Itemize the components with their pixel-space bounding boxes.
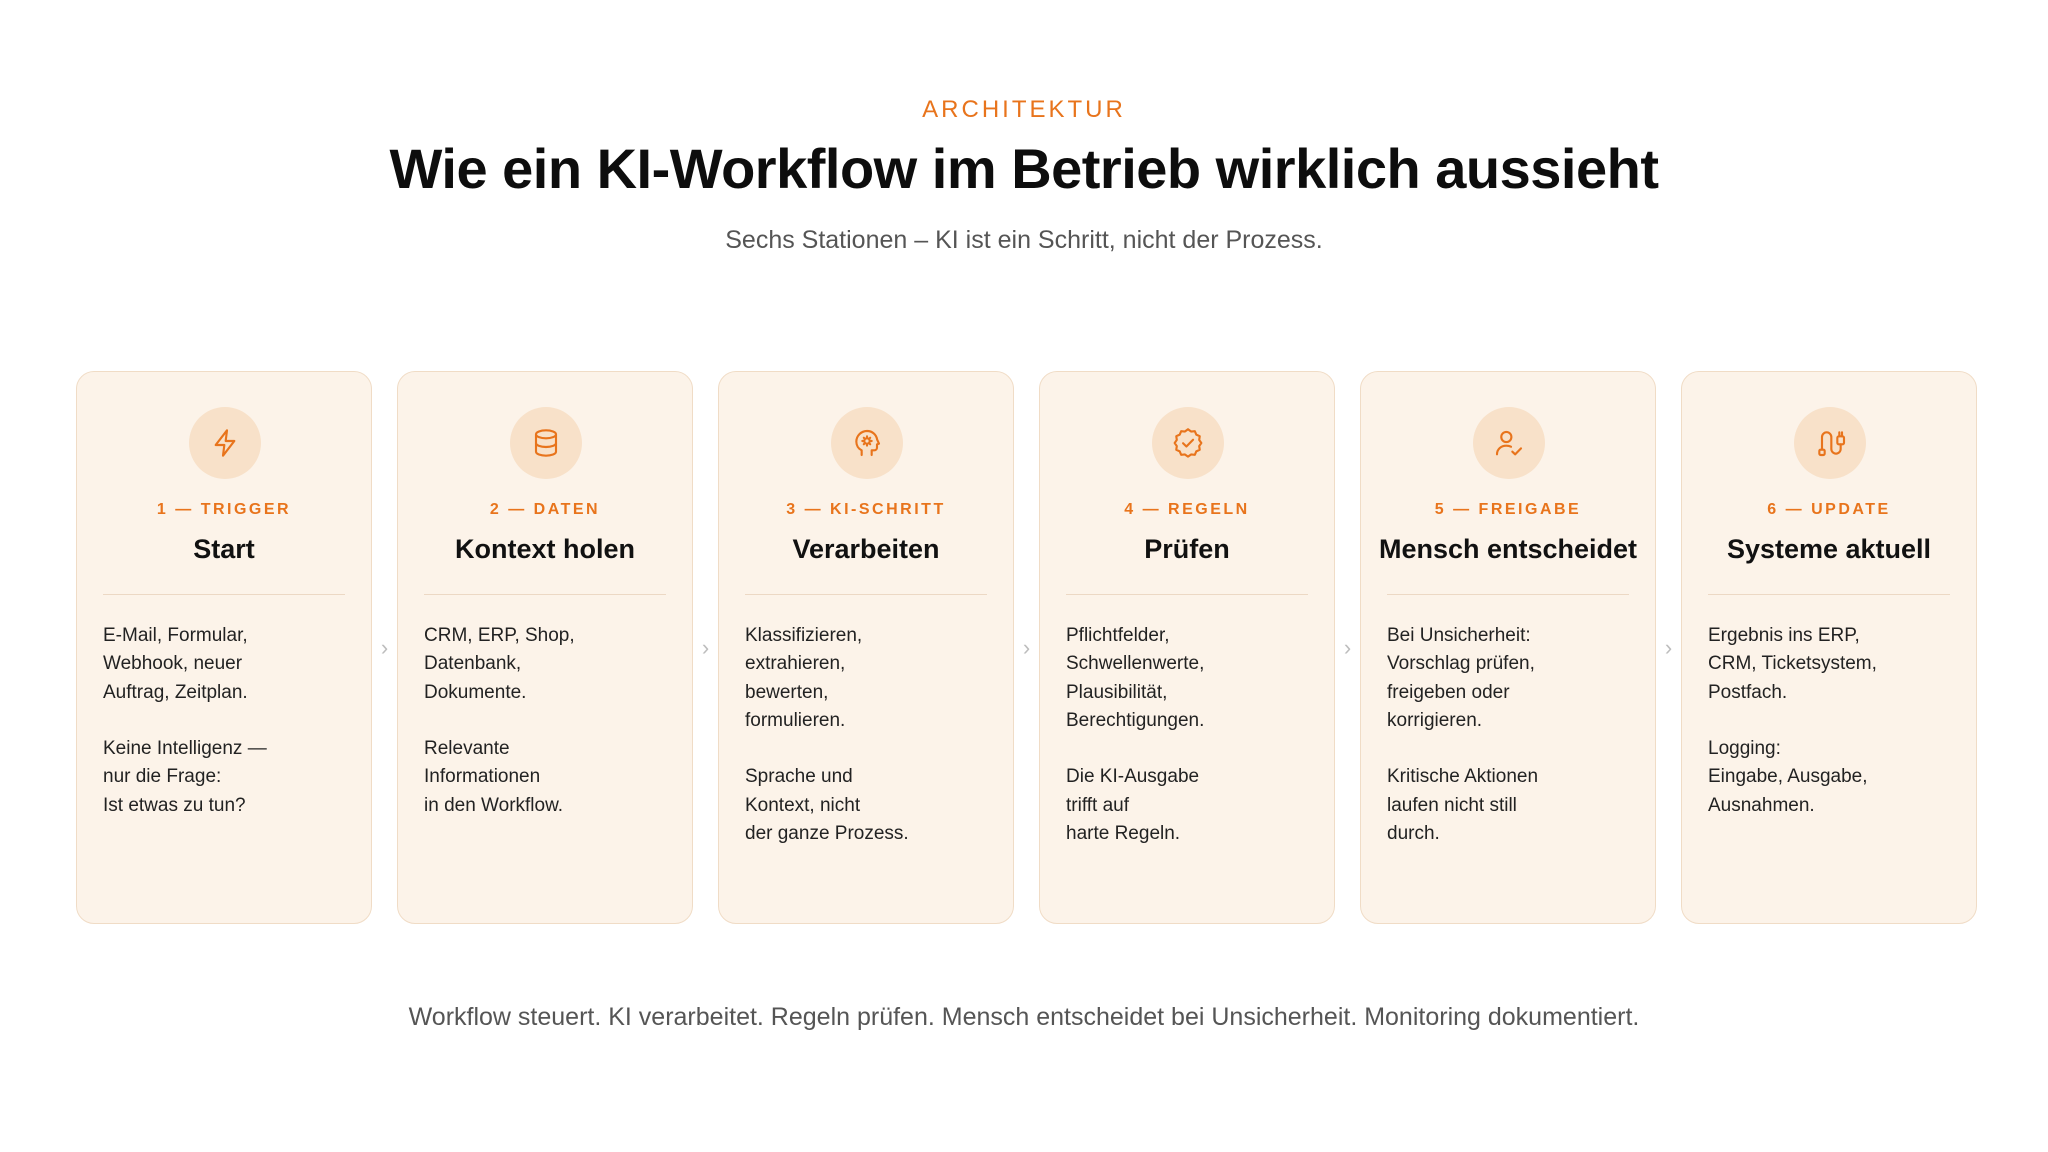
divider — [424, 594, 666, 595]
divider — [1387, 594, 1629, 595]
plug-sync-icon — [1818, 431, 1846, 457]
card-body: Pflichtfelder, Schwellenwerte, Plausibil… — [1066, 625, 1205, 845]
card-title: Start — [193, 534, 255, 564]
badge-check-icon — [1173, 428, 1203, 458]
card-body: CRM, ERP, Shop, Datenbank, Dokumente. Re… — [424, 625, 575, 816]
section-eyebrow: ARCHITEKTUR — [922, 96, 1126, 123]
card-body: Ergebnis ins ERP, CRM, Ticketsystem, Pos… — [1708, 625, 1877, 816]
card-title: Mensch entscheidet — [1378, 534, 1638, 564]
divider — [1066, 594, 1308, 595]
card-body: Klassifizieren, extrahieren, bewerten, f… — [745, 625, 909, 845]
step-card-data: 2 — DATEN Kontext holen CRM, ERP, Shop, … — [397, 371, 693, 924]
lightning-icon — [214, 429, 236, 457]
chevron-right-icon: › — [1022, 634, 1031, 660]
step-card-approval: 5 — FREIGABE Mensch entscheidet Bei Unsi… — [1360, 371, 1656, 924]
page-title: Wie ein KI-Workflow im Betrieb wirklich … — [389, 137, 1659, 200]
footer-summary: Workflow steuert. KI verarbeitet. Regeln… — [408, 1003, 1640, 1031]
divider — [745, 594, 987, 595]
user-check-icon — [1495, 430, 1523, 456]
icon-badge — [510, 407, 582, 479]
step-label: 6 — UPDATE — [1767, 501, 1891, 518]
page-subtitle: Sechs Stationen – KI ist ein Schritt, ni… — [725, 226, 1323, 254]
divider — [103, 594, 345, 595]
chevron-right-icon: › — [701, 634, 710, 660]
step-card-trigger: 1 — TRIGGER Start E-Mail, Formular, Webh… — [76, 371, 372, 924]
icon-badge — [1473, 407, 1545, 479]
card-title: Systeme aktuell — [1726, 534, 1932, 564]
brain-gear-icon — [855, 429, 881, 457]
chevron-right-icon: › — [1664, 634, 1673, 660]
step-label: 4 — REGELN — [1124, 501, 1250, 518]
step-label: 1 — TRIGGER — [156, 501, 292, 518]
step-label: 5 — FREIGABE — [1434, 501, 1582, 518]
card-body: Bei Unsicherheit: Vorschlag prüfen, frei… — [1387, 625, 1539, 845]
step-card-ai: 3 — KI-SCHRITT Verarbeiten Klassifiziere… — [718, 371, 1014, 924]
icon-badge — [831, 407, 903, 479]
step-card-update: 6 — UPDATE Systeme aktuell Ergebnis ins … — [1681, 371, 1977, 924]
chevron-right-icon: › — [380, 634, 389, 660]
workflow-steps: 1 — TRIGGER Start E-Mail, Formular, Webh… — [76, 371, 1977, 924]
card-title: Verarbeiten — [792, 534, 940, 564]
icon-badge — [189, 407, 261, 479]
card-title: Kontext holen — [455, 534, 635, 564]
database-icon — [534, 429, 558, 457]
chevron-right-icon: › — [1343, 634, 1352, 660]
icon-badge — [1794, 407, 1866, 479]
step-label: 2 — DATEN — [489, 501, 601, 518]
card-title: Prüfen — [1144, 534, 1230, 564]
step-card-rules: 4 — REGELN Prüfen Pflichtfelder, Schwell… — [1039, 371, 1335, 924]
icon-badge — [1152, 407, 1224, 479]
divider — [1708, 594, 1950, 595]
card-body: E-Mail, Formular, Webhook, neuer Auftrag… — [103, 625, 267, 816]
step-label: 3 — KI-SCHRITT — [786, 501, 946, 518]
